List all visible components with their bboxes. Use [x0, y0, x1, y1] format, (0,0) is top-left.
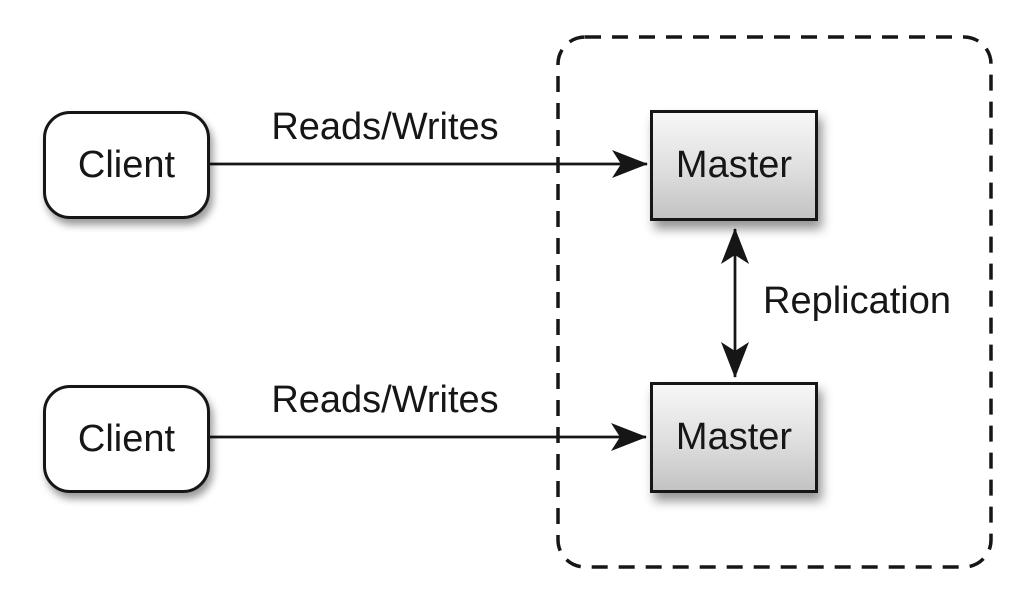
client-node-bottom: Client — [43, 385, 210, 493]
client-node-top-label: Client — [77, 143, 176, 186]
reads-writes-label-top: Reads/Writes — [271, 106, 499, 148]
client-node-bottom-label: Client — [77, 417, 176, 460]
master-node-bottom-label: Master — [675, 416, 793, 458]
replication-label: Replication — [763, 280, 951, 322]
master-node-top-label: Master — [675, 144, 793, 186]
replication-group-border — [556, 35, 993, 569]
master-node-top: Master — [650, 110, 818, 221]
client-node-top: Client — [43, 111, 210, 219]
reads-writes-label-bottom: Reads/Writes — [271, 379, 499, 421]
master-node-bottom: Master — [650, 382, 818, 493]
